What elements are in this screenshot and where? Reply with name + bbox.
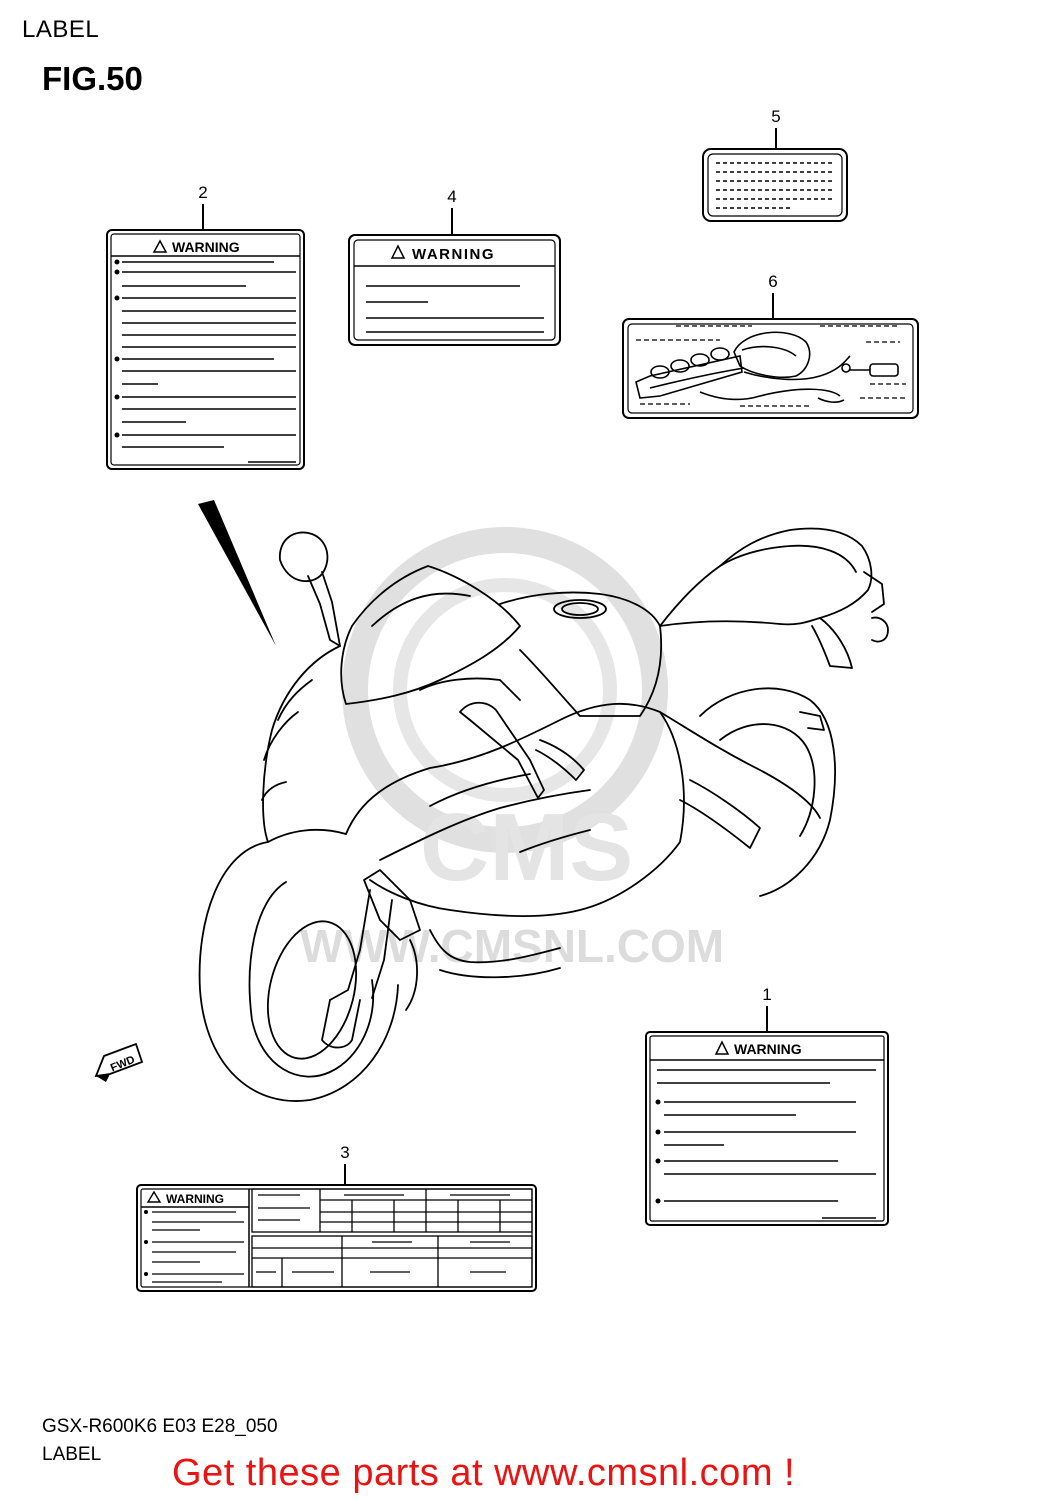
footer-label: LABEL	[42, 1444, 102, 1465]
label-6: 6	[622, 272, 919, 419]
model-code: GSX-R600K6 E03 E28_050	[42, 1416, 278, 1437]
label-2: 2 WARNING	[106, 183, 305, 470]
fwd-arrow-icon: FWD	[94, 1042, 144, 1082]
callout-6: 6	[768, 272, 777, 291]
label-4: 4 WARNING	[348, 187, 561, 346]
label-1: 1 WARNING	[645, 985, 889, 1226]
promo-link[interactable]: Get these parts at www.cmsnl.com !	[172, 1452, 796, 1494]
watermark: CMS WWW.CMSNL.COM	[300, 527, 724, 972]
motorcycle-illustration	[198, 527, 889, 1102]
label-5: 5	[702, 107, 848, 222]
label-3: 3 WARNING	[136, 1143, 537, 1292]
figure-number: FIG.50	[42, 60, 143, 97]
callout-2: 2	[198, 183, 207, 202]
warning-heading-2: WARNING	[172, 239, 240, 255]
warning-heading-1: WARNING	[734, 1041, 802, 1057]
callout-5: 5	[771, 107, 780, 126]
callout-1: 1	[762, 985, 771, 1004]
watermark-url: WWW.CMSNL.COM	[300, 920, 724, 972]
warning-heading-3: WARNING	[166, 1192, 224, 1206]
watermark-logo: CMS	[420, 794, 633, 901]
pointer-wedge	[198, 500, 276, 646]
callout-3: 3	[340, 1143, 349, 1162]
warning-heading-4: WARNING	[412, 246, 495, 263]
section-title: LABEL	[22, 16, 100, 43]
callout-4: 4	[447, 187, 456, 206]
